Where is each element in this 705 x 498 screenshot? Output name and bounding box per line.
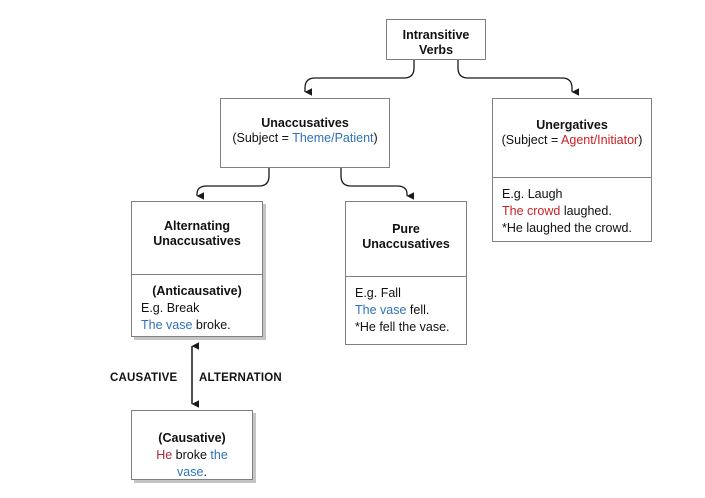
unergatives-subject-suffix: )	[638, 133, 643, 147]
pure-sentence-rest: fell.	[406, 303, 430, 317]
alternating-unaccusatives-line1: Alternating	[164, 219, 230, 233]
pure-unaccusatives-examples: E.g. Fall The vase fell. *He fell the va…	[346, 276, 466, 346]
node-unaccusatives[interactable]: Unaccusatives (Subject = Theme/Patient)	[220, 98, 390, 168]
alternating-sentence-subject: The vase	[141, 318, 193, 332]
unergatives-ungrammatical-sentence: *He laughed the crowd.	[502, 221, 632, 235]
unaccusatives-subject-suffix: )	[373, 131, 378, 145]
unergatives-sentence-rest: laughed.	[560, 204, 612, 218]
edge-unaccusatives-to-alternating	[196, 168, 270, 200]
unergatives-subject-line: (Subject = Agent/Initiator)	[502, 133, 643, 147]
unergatives-subject-prefix: (Subject =	[501, 133, 562, 147]
unaccusatives-heading: Unaccusatives (Subject = Theme/Patient)	[221, 99, 389, 154]
alternation-label-causative: CAUSATIVE	[110, 372, 178, 384]
alternating-unaccusatives-line2: Unaccusatives	[153, 234, 241, 248]
causative-type-label: (Causative)	[158, 431, 226, 445]
unaccusatives-subject-prefix: (Subject =	[232, 131, 293, 145]
node-pure-unaccusatives[interactable]: Pure Unaccusatives E.g. Fall The vase fe…	[345, 201, 467, 345]
alternating-example-label: E.g. Break	[141, 301, 200, 315]
pure-unaccusatives-heading: Pure Unaccusatives	[346, 202, 466, 276]
unaccusatives-subject-line: (Subject = Theme/Patient)	[232, 131, 377, 145]
unergatives-heading: Unergatives (Subject = Agent/Initiator)	[493, 99, 651, 177]
causative-sentence-end: .	[203, 465, 207, 479]
alternating-sentence: The vase broke.	[141, 317, 253, 334]
causative-content: (Causative) He broke the vase.	[132, 411, 252, 481]
causative-sentence-object: the vase	[177, 448, 228, 479]
intransitive-verbs-line2: Verbs	[418, 43, 454, 57]
pure-sentence: The vase fell.	[355, 302, 457, 319]
alternating-sentence-rest: broke.	[192, 318, 231, 332]
node-alternating-unaccusatives[interactable]: Alternating Unaccusatives (Anticausative…	[131, 201, 263, 337]
unergatives-sentence-subject: The crowd	[502, 204, 561, 218]
pure-unaccusatives-line1: Pure	[392, 222, 420, 236]
alternating-unaccusatives-examples: (Anticausative) E.g. Break The vase brok…	[132, 274, 262, 338]
pure-example-label: E.g. Fall	[355, 286, 401, 300]
intransitive-verbs-line1: Intransitive	[402, 28, 470, 42]
node-unergatives[interactable]: Unergatives (Subject = Agent/Initiator) …	[492, 98, 652, 242]
unergatives-examples: E.g. Laugh The crowd laughed. *He laughe…	[493, 177, 651, 243]
unergatives-example-label: E.g. Laugh	[502, 187, 563, 201]
intransitive-verbs-heading: Intransitive Verbs	[387, 20, 485, 66]
causative-sentence-verb: broke	[172, 448, 211, 462]
causative-sentence: He broke the vase.	[141, 447, 243, 481]
causative-sentence-subject: He	[156, 448, 173, 462]
unaccusatives-subject-role: Theme/Patient	[292, 131, 374, 145]
node-causative[interactable]: (Causative) He broke the vase.	[131, 410, 253, 480]
unergatives-grammatical-sentence: The crowd laughed.	[502, 203, 642, 220]
anticausative-type-label: (Anticausative)	[152, 284, 242, 298]
unaccusatives-title: Unaccusatives	[261, 116, 349, 130]
node-intransitive-verbs[interactable]: Intransitive Verbs	[386, 19, 486, 60]
alternating-unaccusatives-heading: Alternating Unaccusatives	[132, 202, 262, 274]
unergatives-subject-role: Agent/Initiator	[561, 133, 639, 147]
edge-unaccusatives-to-pure	[340, 168, 415, 200]
pure-sentence-subject: The vase	[355, 303, 407, 317]
pure-unaccusatives-line2: Unaccusatives	[362, 237, 450, 251]
unergatives-title: Unergatives	[536, 118, 608, 132]
alternation-label-alternation: ALTERNATION	[199, 372, 282, 384]
pure-ungrammatical-sentence: *He fell the vase.	[355, 320, 450, 334]
